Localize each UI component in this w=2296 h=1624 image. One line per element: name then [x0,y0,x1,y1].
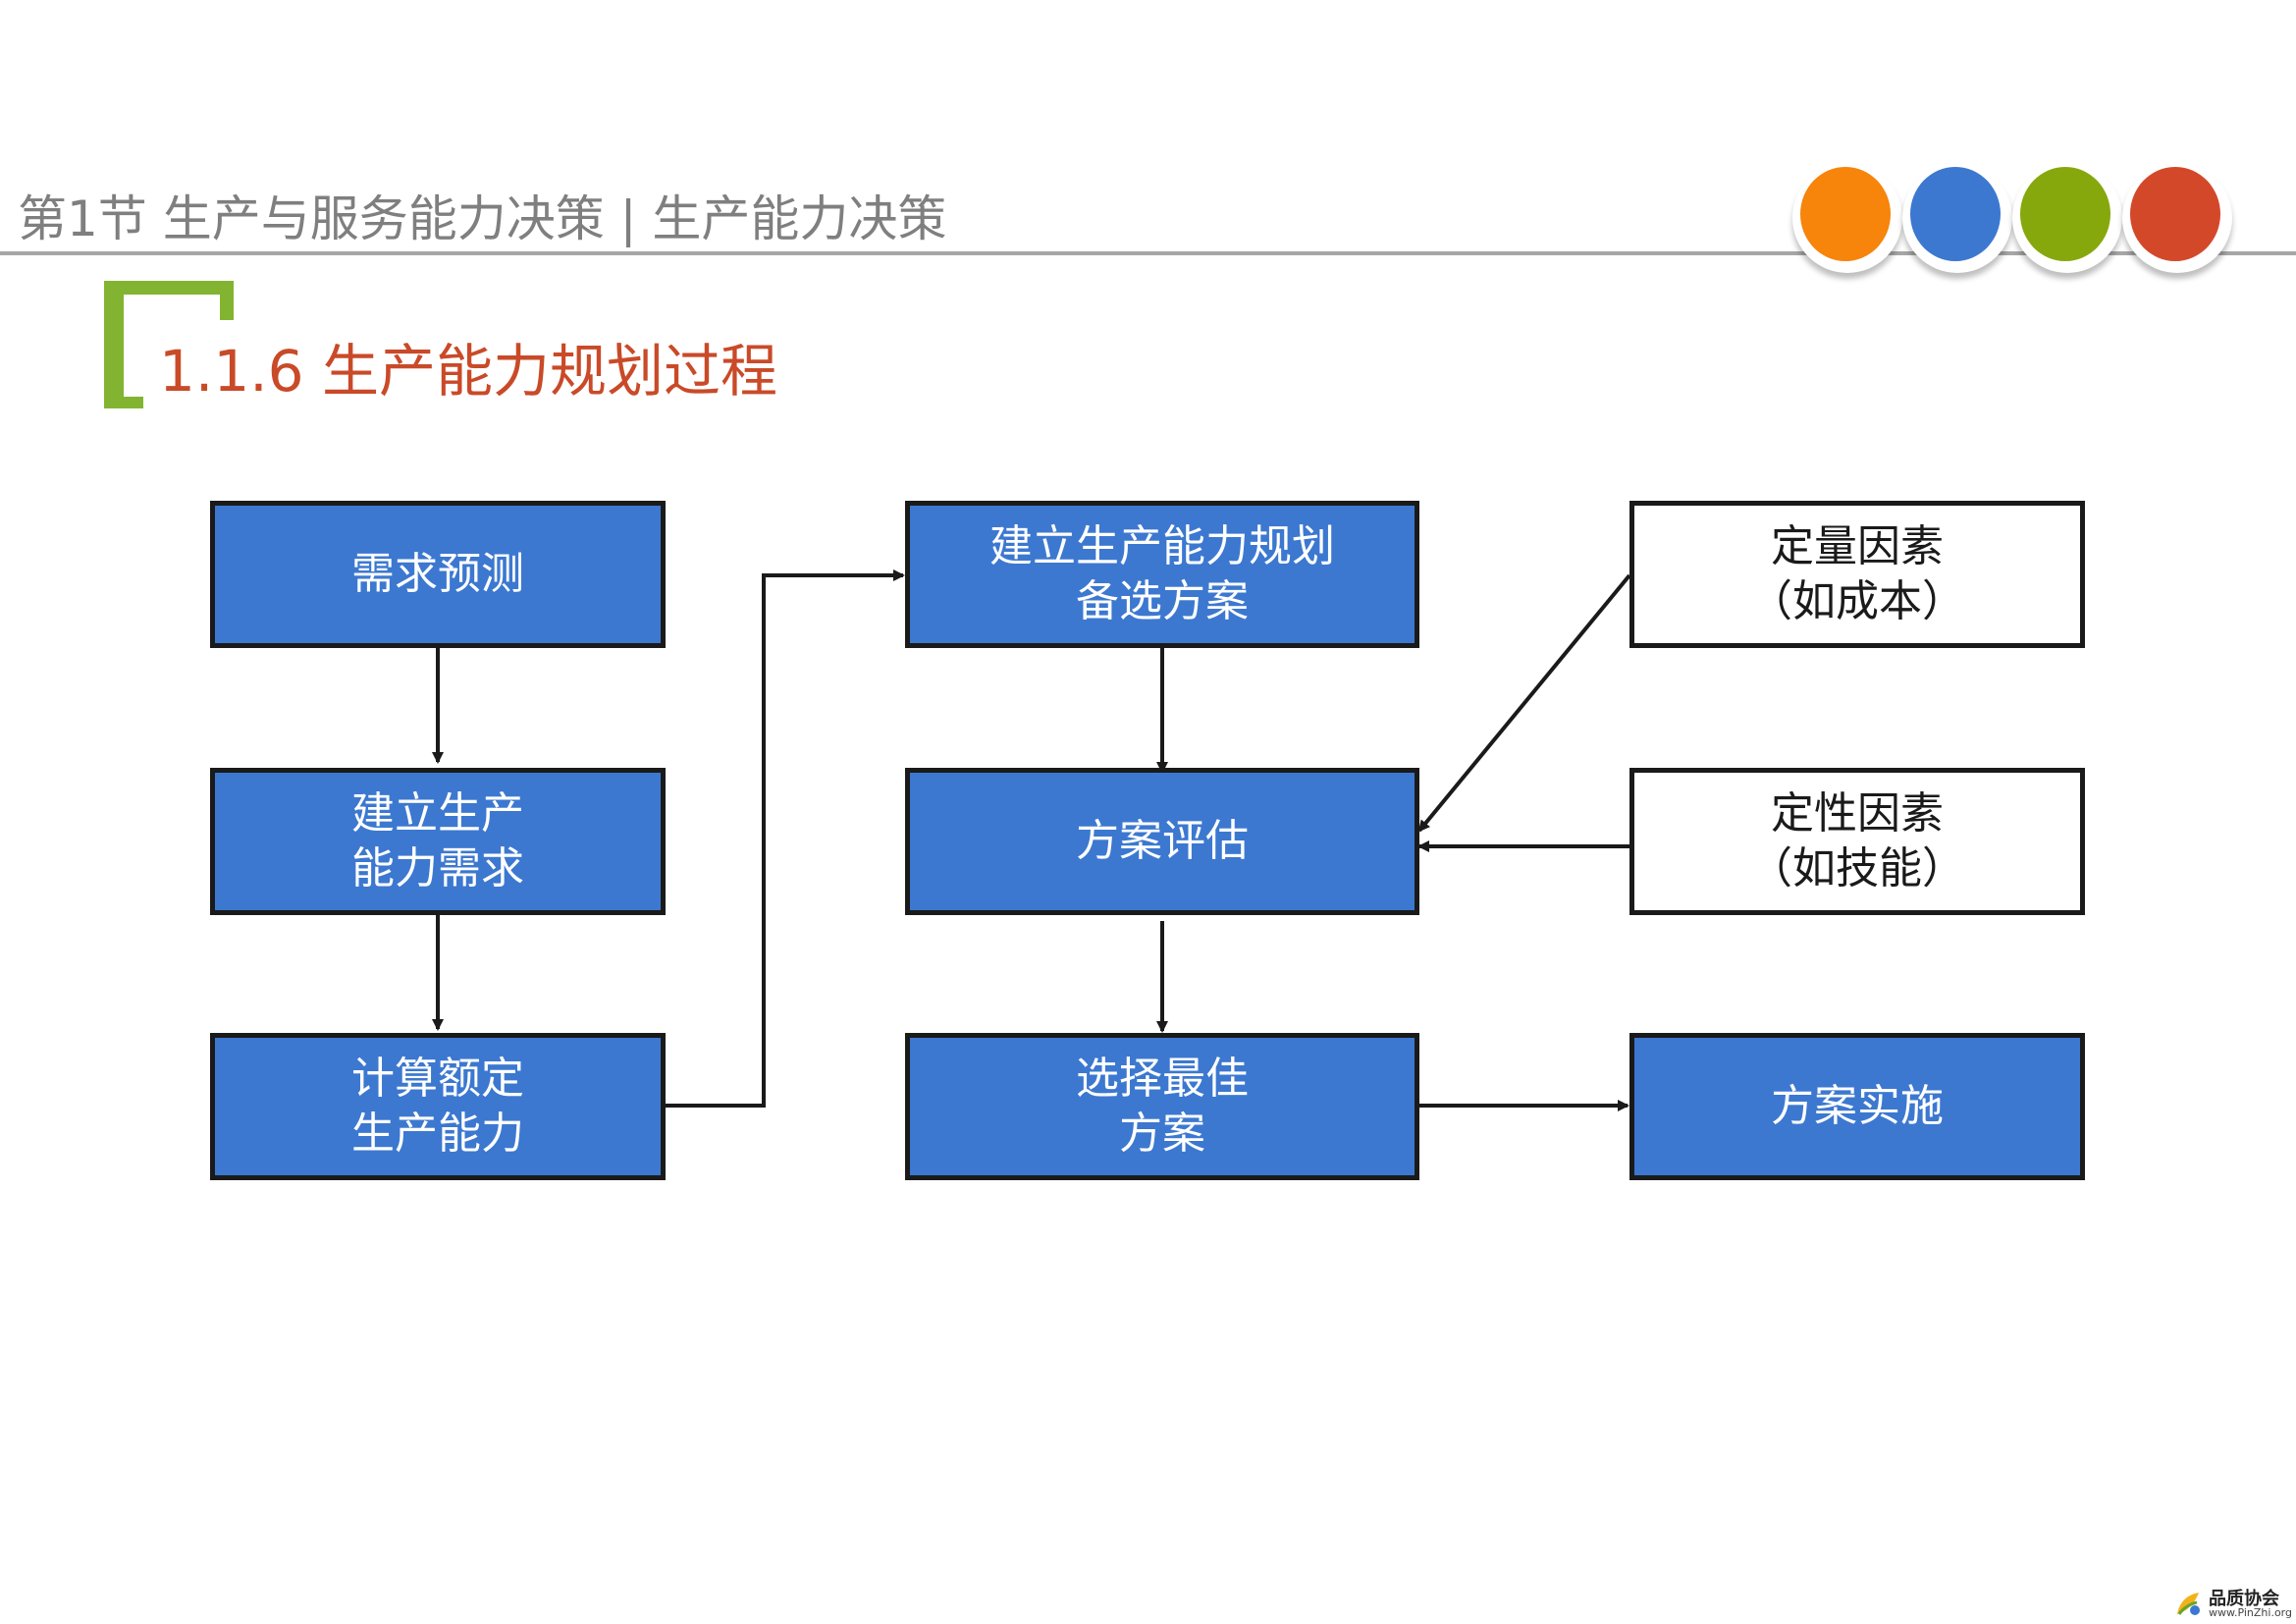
node-rated-capacity-label: 计算额定 生产能力 [351,1054,524,1159]
node-evaluation: 方案评估 [905,768,1419,915]
slide-header-title: 第1节 生产与服务能力决策 | 生产能力决策 [18,190,947,247]
node-implement-label: 方案实施 [1771,1081,1944,1131]
header-divider [0,251,2296,255]
arrow-quantitative-to-evaluation [1417,573,1631,833]
node-select-best: 选择最佳 方案 [905,1033,1419,1180]
section-bracket-icon [104,281,234,408]
leaf-logo-icon [2177,1593,2200,1615]
node-quantitative-factors-label: 定量因素 （如成本） [1749,521,1965,626]
node-qualitative-factors: 定性因素 （如技能） [1629,768,2085,915]
node-demand-forecast: 需求预测 [210,501,666,648]
footer-logo-name: 品质协会 [2209,1589,2279,1609]
section-title: 1.1.6 生产能力规划过程 [159,338,778,405]
node-select-best-label: 选择最佳 方案 [1076,1054,1249,1159]
node-demand-forecast-label: 需求预测 [351,549,524,599]
node-implement: 方案实施 [1629,1033,2085,1180]
node-alternatives: 建立生产能力规划 备选方案 [905,501,1419,648]
node-capacity-needs: 建立生产 能力需求 [210,768,666,915]
orange-circle-icon [1792,163,1902,273]
red-circle-icon [2122,163,2232,273]
node-evaluation-label: 方案评估 [1076,816,1249,866]
node-rated-capacity: 计算额定 生产能力 [210,1033,666,1180]
arrow-rated-to-alternatives [666,569,905,1108]
node-qualitative-factors-label: 定性因素 （如技能） [1749,788,1965,893]
footer-logo: 品质协会 www.PinZhi.org [2173,1585,2292,1620]
blue-circle-icon [1902,163,2012,273]
decorative-circles [0,163,2296,291]
node-alternatives-label: 建立生产能力规划 备选方案 [989,521,1335,626]
footer-logo-url: www.PinZhi.org [2209,1606,2292,1619]
green-circle-icon [2012,163,2122,273]
node-capacity-needs-label: 建立生产 能力需求 [351,788,524,893]
node-quantitative-factors: 定量因素 （如成本） [1629,501,2085,648]
